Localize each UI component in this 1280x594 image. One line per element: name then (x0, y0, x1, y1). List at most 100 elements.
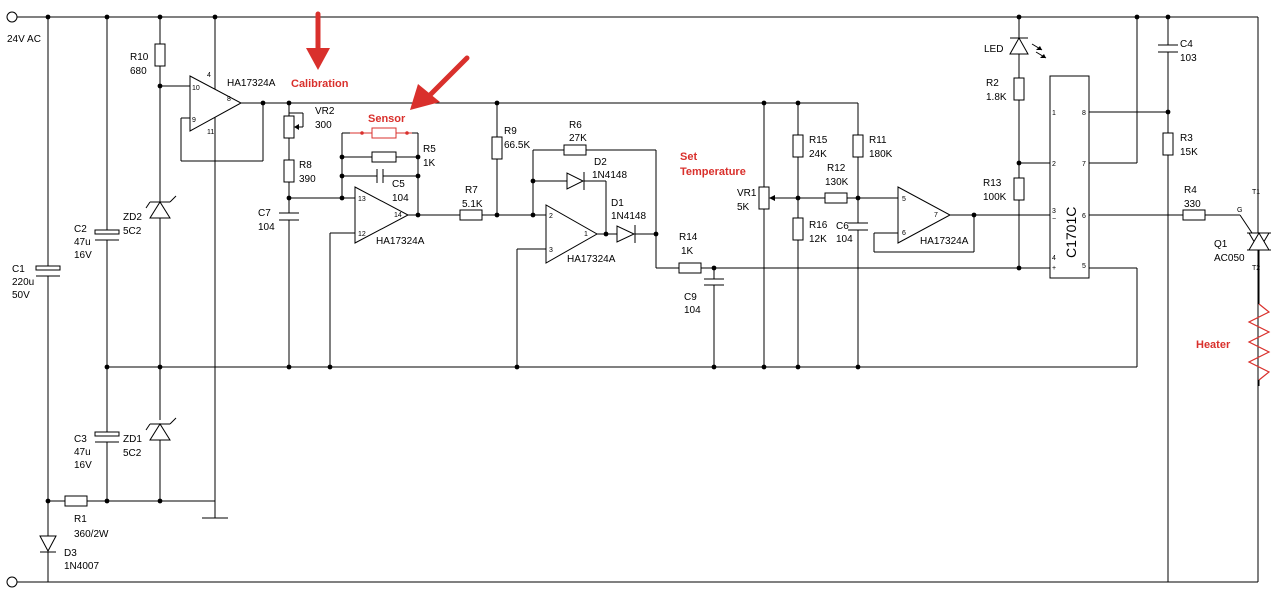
svg-text:R10: R10 (130, 52, 149, 63)
svg-text:R4: R4 (1184, 185, 1197, 196)
svg-text:6: 6 (1082, 213, 1086, 220)
resistor-r1: R1 360/2W (48, 495, 215, 540)
svg-text:360/2W: 360/2W (74, 529, 109, 540)
svg-text:104: 104 (258, 222, 275, 233)
svg-text:5K: 5K (737, 202, 750, 213)
svg-text:6: 6 (902, 230, 906, 237)
capacitor-c2: C2 47u 16V (74, 17, 120, 432)
svg-text:104: 104 (836, 234, 853, 245)
sensor-element (350, 127, 412, 139)
sensor-annotation: Sensor (368, 55, 470, 125)
resistor-r16: R16 12K (792, 217, 828, 367)
svg-text:C5: C5 (392, 179, 405, 190)
svg-text:R5: R5 (423, 144, 436, 155)
svg-text:66.5K: 66.5K (504, 140, 530, 151)
bottom-rail (6, 576, 1258, 588)
svg-text:R3: R3 (1180, 133, 1193, 144)
svg-text:47u: 47u (74, 447, 91, 458)
resistor-r4: R4 330 (1182, 185, 1253, 234)
heater-element (1247, 250, 1271, 386)
svg-text:12K: 12K (809, 234, 827, 245)
svg-text:R8: R8 (299, 160, 312, 171)
svg-text:9: 9 (192, 117, 196, 124)
svg-text:5: 5 (902, 196, 906, 203)
svg-text:R13: R13 (983, 178, 1002, 189)
calibration-annotation: Calibration (291, 11, 349, 90)
svg-text:5C2: 5C2 (123, 226, 142, 237)
svg-text:1: 1 (584, 231, 588, 238)
svg-text:R7: R7 (465, 185, 478, 196)
potentiometer-vr2: VR2 300 (283, 103, 335, 139)
svg-text:220u: 220u (12, 277, 34, 288)
svg-text:1N4148: 1N4148 (592, 170, 627, 181)
svg-text:5C2: 5C2 (123, 448, 142, 459)
svg-text:ZD1: ZD1 (123, 434, 142, 445)
resistor-r13: R13 100K (983, 177, 1025, 268)
svg-text:HA17324A: HA17324A (920, 236, 969, 247)
svg-text:5.1K: 5.1K (462, 199, 483, 210)
svg-text:R15: R15 (809, 135, 828, 146)
top-rail (6, 11, 1258, 23)
svg-text:103: 103 (1180, 53, 1197, 64)
svg-text:Temperature: Temperature (680, 166, 746, 178)
svg-text:C9: C9 (684, 292, 697, 303)
opamp-c: 2 3 1 HA17324A (516, 204, 617, 367)
svg-text:2: 2 (1052, 161, 1056, 168)
svg-text:AC050: AC050 (1214, 253, 1245, 264)
svg-text:7: 7 (1082, 161, 1086, 168)
sensor-feedback-network: R5 1K C5 104 (289, 132, 436, 215)
svg-text:R6: R6 (569, 120, 582, 131)
ic-c1701c: C1701C 1 2 3 4 8 7 6 5 − + (1019, 17, 1183, 367)
svg-text:5: 5 (1082, 263, 1086, 270)
diode-d3: D3 1N4007 (39, 501, 99, 582)
svg-text:2: 2 (549, 213, 553, 220)
svg-text:4: 4 (1052, 255, 1056, 262)
svg-text:C7: C7 (258, 208, 271, 219)
resistor-r14: R14 1K (656, 232, 1050, 274)
svg-text:300: 300 (315, 120, 332, 131)
svg-text:−: − (1052, 216, 1056, 223)
capacitor-c6: C6 104 (836, 221, 868, 367)
svg-text:180K: 180K (869, 149, 893, 160)
svg-text:4: 4 (207, 72, 211, 79)
svg-text:R14: R14 (679, 232, 698, 243)
svg-text:1N4148: 1N4148 (611, 211, 646, 222)
svg-text:T1: T1 (1252, 189, 1260, 196)
resistor-r3: R3 15K (1162, 132, 1198, 582)
diode-d2: D2 1N4148 (533, 157, 627, 234)
svg-text:3: 3 (1052, 208, 1056, 215)
svg-text:R12: R12 (827, 163, 846, 174)
capacitor-c4: C4 103 (1158, 17, 1197, 133)
svg-text:12: 12 (358, 231, 366, 238)
svg-text:7: 7 (934, 212, 938, 219)
svg-text:HA17324A: HA17324A (227, 78, 276, 89)
capacitor-c1: C1 220u 50V (12, 17, 61, 501)
svg-text:680: 680 (130, 66, 147, 77)
svg-text:Q1: Q1 (1214, 239, 1228, 250)
led: LED (984, 17, 1047, 78)
svg-text:T2: T2 (1252, 265, 1260, 272)
svg-text:Sensor: Sensor (368, 113, 406, 125)
svg-text:Calibration: Calibration (291, 78, 349, 90)
svg-text:13: 13 (358, 196, 366, 203)
svg-text:G: G (1237, 207, 1242, 214)
svg-text:1.8K: 1.8K (986, 92, 1007, 103)
svg-text:C3: C3 (74, 434, 87, 445)
svg-text:HA17324A: HA17324A (376, 236, 425, 247)
svg-text:ZD2: ZD2 (123, 212, 142, 223)
svg-text:16V: 16V (74, 250, 92, 261)
svg-text:11: 11 (207, 129, 214, 136)
svg-text:D3: D3 (64, 548, 77, 559)
svg-text:LED: LED (984, 44, 1003, 55)
capacitor-c9: C9 104 (684, 268, 724, 367)
opamp-a: 10 9 8 4 11 HA17324A (160, 72, 858, 162)
svg-text:1K: 1K (681, 246, 694, 257)
svg-text:1: 1 (1052, 110, 1056, 117)
svg-text:27K: 27K (569, 133, 587, 144)
svg-text:VR2: VR2 (315, 106, 335, 117)
svg-text:C6: C6 (836, 221, 849, 232)
svg-text:3: 3 (549, 247, 553, 254)
svg-text:R1: R1 (74, 514, 87, 525)
